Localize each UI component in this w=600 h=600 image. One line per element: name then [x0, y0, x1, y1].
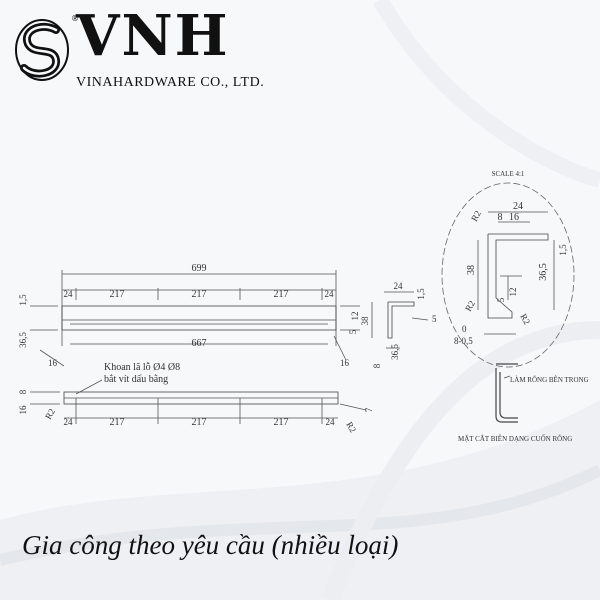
detail-radius-bottom-right-label: R2 — [518, 312, 532, 326]
segment-label-1: 217 — [110, 289, 125, 300]
company-name: VINAHARDWARE CO., LTD. — [76, 75, 265, 90]
scale-label: SCALE 4:1 — [492, 170, 525, 178]
side-height-top-label: 1,5 — [416, 288, 426, 300]
detail-width-label: 24 — [513, 201, 523, 212]
detail-dim-12-label: 12 — [508, 288, 518, 297]
rolled-section-profile — [495, 368, 518, 423]
end-offset-label-right: 24 — [325, 289, 335, 299]
bottom-radius-left-label: R2 — [43, 407, 57, 421]
bottom-segment-label-2: 217 — [192, 417, 207, 428]
bottom-height-left-label: 16 — [18, 405, 28, 415]
front-view — [30, 270, 360, 367]
registered-mark: ® — [71, 14, 79, 23]
bottom-segment-label-1: 217 — [110, 417, 125, 428]
leader-line — [339, 403, 367, 411]
brand-name: VNH — [76, 3, 230, 69]
bottom-end-offset-right: 24 — [326, 417, 336, 427]
bottom-height-top-label: 8 — [18, 389, 28, 394]
height-top-label: 1,5 — [18, 294, 28, 306]
section-view — [495, 363, 518, 423]
side-right-small-label: 5 — [432, 314, 437, 324]
bottom-segment-label-3: 217 — [274, 417, 289, 428]
technical-drawing: 699 24 217 217 217 24 667 1,5 36,5 16 16… — [18, 170, 589, 443]
detail-dim-5-label: 5 — [496, 297, 506, 302]
detail-profile — [487, 233, 549, 319]
bottom-right-small-label: 7 — [364, 407, 374, 412]
right-small-label: 5 — [348, 329, 358, 334]
overall-length-label: 699 — [192, 263, 207, 274]
leader-line — [75, 379, 103, 395]
detail-height-36-5-label: 36,5 — [538, 263, 549, 281]
height-left-label: 36,5 — [18, 332, 28, 348]
detail-tolerance-0-label: 0 — [462, 324, 467, 334]
swirl-s-logo-icon — [15, 19, 69, 81]
right-height-label: 12 — [350, 312, 360, 321]
bottom-view — [30, 379, 367, 424]
segment-label-3: 217 — [274, 289, 289, 300]
hole-note-line2: bắt vít dấu bằng — [104, 374, 168, 385]
caption: Gia công theo yêu cầu (nhiều loại) — [22, 530, 399, 560]
detail-thickness-label: 1,5 — [558, 244, 568, 256]
bottom-end-offset-left: 24 — [64, 417, 74, 427]
segment-label-2: 217 — [192, 289, 207, 300]
leader-line — [39, 349, 65, 367]
side-small-label: 8 — [372, 363, 382, 368]
side-view — [371, 291, 429, 349]
brand-header: ® VNH VINAHARDWARE CO., LTD. — [10, 8, 290, 97]
leader-line — [333, 335, 347, 361]
hole-note-line1: Khoan lã lỗ Ø4 Ø8 — [104, 362, 180, 373]
inner-length-label: 667 — [192, 338, 207, 349]
side-profile — [387, 301, 415, 339]
detail-circle — [441, 182, 575, 368]
end-offset-label-left: 24 — [64, 289, 74, 299]
detail-dim-16-label: 16 — [509, 212, 519, 223]
bottom-radius-right-label: R2 — [344, 420, 358, 434]
end-width-label-right: 16 — [340, 358, 350, 368]
detail-height-38-label: 38 — [466, 265, 477, 275]
detail-view — [441, 182, 575, 368]
leader-line — [503, 375, 511, 379]
end-width-label-left: 16 — [48, 358, 58, 368]
side-width-label: 24 — [394, 281, 404, 291]
detail-radius-bottom-left-label: R2 — [463, 299, 477, 313]
section-label-bottom: MẶT CẮT BIÊN DẠNG CUỐN RỖNG — [458, 435, 572, 443]
profile-outline — [61, 305, 337, 331]
section-label-top: LÀM RỖNG BÊN TRONG — [510, 376, 589, 384]
detail-radius-top-label: R2 — [469, 209, 483, 223]
side-height-label: 38 — [360, 316, 370, 326]
detail-tolerance-8-label: 8-0,5 — [454, 336, 473, 346]
leader-line — [411, 317, 429, 321]
detail-dim-8-label: 8 — [498, 212, 503, 223]
side-height-bottom-label: 36,5 — [390, 344, 400, 360]
